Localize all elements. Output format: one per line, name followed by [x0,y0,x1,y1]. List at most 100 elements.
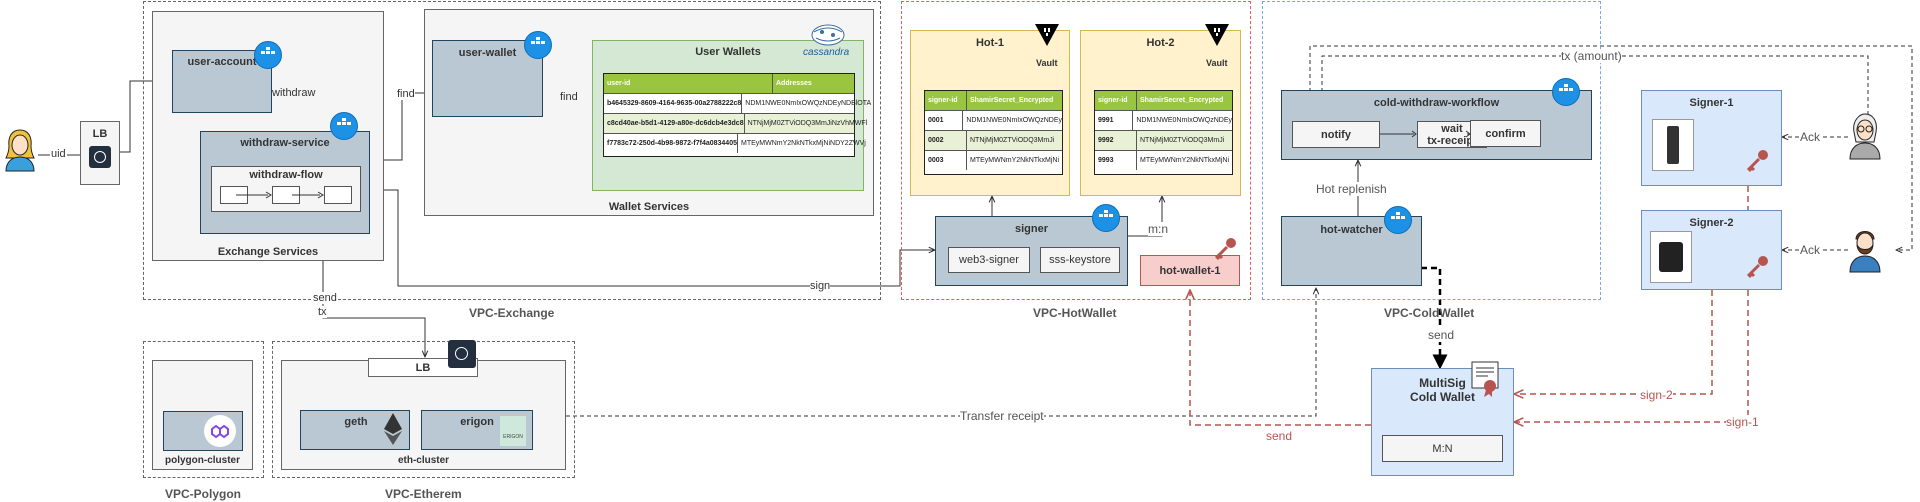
table-cell: 0002 [925,131,967,150]
ethereum-icon [384,413,402,445]
edge-label-tx: tx [318,306,327,318]
notify-label: notify [1321,129,1351,141]
eth-cluster-label: eth-cluster [397,455,450,466]
user-account-node[interactable]: user-account [172,50,272,113]
lb-node[interactable]: LB [80,121,120,185]
hardware-wallet-icon [1650,231,1692,283]
lb-icon [89,146,111,168]
withdraw-service-node[interactable]: withdraw-service withdraw-flow [200,131,370,234]
docker-icon [330,112,358,140]
edge-label-sign2: sign-2 [1640,388,1673,402]
edge-label-find1: find [397,88,415,100]
hot2-label: Hot-2 [1146,37,1175,49]
polygon-cluster-label: polygon-cluster [164,455,240,466]
table-cell: MTEyMWNmY2NkNTkxMjNi [970,157,1060,164]
vpc-etherem-boundary [272,341,575,478]
multisig-cold-wallet-node[interactable]: MultiSig Cold Wallet M:N [1371,368,1514,476]
sss-keystore-label: sss-keystore [1049,254,1111,266]
confirm-label: confirm [1485,128,1526,140]
table-cell: 9992 [1095,131,1137,150]
edge-tx-amount-2 [1309,45,1913,250]
flow-arrows [236,191,324,199]
lb-label: LB [92,128,108,140]
withdraw-flow-label: withdraw-flow [249,169,323,181]
signer-1-label: Signer-1 [1689,97,1734,109]
edge-label-uid: uid [50,148,67,160]
signer-2-node[interactable]: Signer-2 [1641,210,1782,290]
edge-label-ack2: Ack [1800,243,1821,257]
table-cell: 0003 [925,151,967,170]
edge-label-sign1: sign-1 [1726,415,1759,429]
edge-label-send: send [313,292,337,304]
mn-label: M:N [1432,443,1453,455]
hot-watcher-label: hot-watcher [1320,224,1383,236]
key-icon [1746,256,1768,279]
table-header: user-id [604,74,773,93]
user-wallet-node[interactable]: user-wallet [432,40,543,117]
hot-watcher-node[interactable]: hot-watcher [1281,216,1422,286]
key-icon [1746,150,1768,173]
edge-label-tx-amount: tx (amount) [1561,49,1622,63]
docker-icon [1552,78,1580,106]
hardware-wallet-icon [1652,119,1694,171]
withdraw-flow-box[interactable]: withdraw-flow [211,166,361,212]
vpc-coldwallet-label: VPC-ColdWallet [1384,306,1475,320]
withdraw-service-label: withdraw-service [240,137,330,149]
table-header: Addresses [776,80,812,87]
user-man-glasses-icon [1849,113,1881,160]
edge-label-send-cold: send [1428,328,1455,342]
cassandra-label: cassandra [803,47,850,58]
multisig-label: MultiSig [1419,376,1466,390]
table-cell: MTEyMWNmY2NkNTkxMjNiNDY2ZWVj [740,140,866,147]
edge-label-transfer-receipt: Transfer receipt [960,409,1044,423]
cold-withdraw-workflow-label: cold-withdraw-workflow [1373,97,1500,109]
vault-icon [1205,24,1229,46]
docker-icon [254,41,282,69]
exchange-services-label: Exchange Services [217,246,319,258]
docker-icon [1092,204,1120,232]
edge-signer-hot2 [1128,196,1162,237]
edge-sign1 [1514,290,1749,422]
eth-lb-label: LB [415,362,431,374]
edge-lb-useraccount [120,81,172,153]
cold-withdraw-workflow-node[interactable]: cold-withdraw-workflow notify wait tx-re… [1281,90,1592,160]
notify-box[interactable]: notify [1292,121,1380,148]
vpc-etherem-label: VPC-Etherem [385,487,462,501]
user-wallet-label: user-wallet [458,47,517,59]
sss-keystore-box[interactable]: sss-keystore [1040,247,1120,273]
signer-2-label: Signer-2 [1689,217,1734,229]
user-wallets-label: User Wallets [695,46,761,58]
signer-1-node[interactable]: Signer-1 [1641,90,1782,186]
edge-transfer-receipt [566,288,1316,417]
polygon-icon [204,415,236,447]
confirm-box[interactable]: confirm [1470,120,1541,147]
table-header: signer-id [925,91,967,110]
table-cell: 9991 [1095,111,1134,130]
mn-box[interactable]: M:N [1382,435,1503,462]
cassandra-icon [811,24,845,46]
table-cell: NTNjMjM0ZTViODQ3MmJiNzVhMWFl [747,120,868,127]
tx-receipt-label: tx-receipt [1427,135,1477,147]
web3-signer-box[interactable]: web3-signer [948,247,1030,273]
docker-icon [524,31,552,59]
hot-wallet-1-node[interactable]: hot-wallet-1 [1140,255,1240,286]
edge-find1 [370,93,432,161]
cold-wallet-label: Cold Wallet [1410,390,1475,404]
hot-wallet-1-label: hot-wallet-1 [1159,265,1221,277]
table-cell: f7783c72-250d-4b98-9872-f7f4a0834405 [604,134,738,153]
certificate-icon [1471,361,1499,397]
user-man-beard-icon [1849,231,1881,273]
table-header: signer-id [1095,91,1137,110]
user-account-label: user-account [187,56,257,68]
table-cell: NTNjMjM0ZTViODQ3MmJi [1140,137,1225,144]
edge-label-withdraw: withdraw [272,87,316,99]
table-cell: c8cd40ae-b5d1-4129-a80e-dc6dcb4e3dc8 [604,114,745,133]
